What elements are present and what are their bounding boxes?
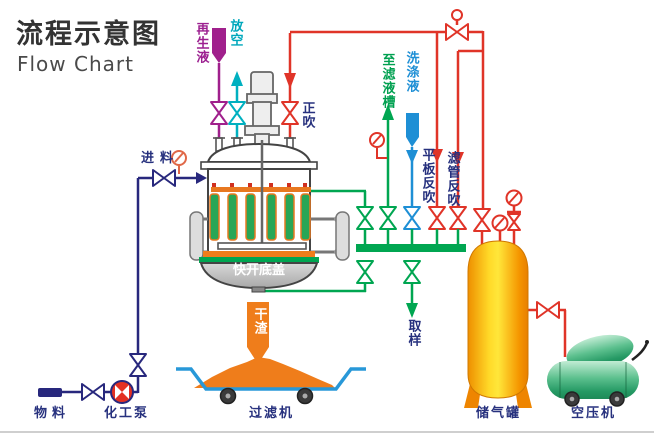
regen-liquid-line: [210, 28, 228, 151]
filtrate-arrow-icon: [382, 104, 394, 120]
vent-arrow-icon: [231, 71, 243, 86]
label-gas-storage-tank: 储气罐: [476, 406, 522, 421]
label-quick-open-cover: 快开底盖: [232, 263, 285, 278]
label-feed: 进料: [141, 151, 180, 166]
gas-storage-tank: [464, 240, 532, 408]
wash-funnel-icon: [406, 113, 419, 147]
forward-blow-arrow-icon: [284, 73, 296, 89]
label-to-filtrate-tank: 至滤液槽: [379, 53, 395, 109]
pressure-regulator-valve-icon: [445, 9, 469, 41]
plate-backblow-valve-icon: [428, 206, 446, 230]
tube-backblow-valve-icon: [449, 206, 467, 230]
tank-outlet-valve-icon: [536, 301, 560, 319]
feed-arrow-icon: [196, 172, 207, 184]
material-pipe-stub: [38, 388, 62, 397]
bottom-nozzle: [251, 286, 266, 293]
compressor-handle-icon: [631, 342, 649, 361]
label-air-compressor: 空压机: [571, 406, 617, 421]
vent-line: [228, 71, 246, 151]
tube-backblow-arrow-icon: [452, 152, 464, 166]
label-regen-liquid: 再生液: [193, 22, 209, 64]
plate-backblow-arrow-icon: [431, 149, 443, 163]
reactor-gauge-icon: [171, 150, 187, 174]
page-title: 流程示意图: [16, 19, 161, 50]
side-outlet-valve-icon: [356, 206, 374, 230]
filtrate-valve-icon: [379, 206, 397, 230]
reactor-flange: [200, 161, 318, 170]
page-subtitle: Flow Chart: [17, 52, 134, 76]
green-manifold-header: [356, 244, 466, 252]
tank-top-gauge-icon: [505, 189, 523, 207]
tank-inlet-valve-icon: [473, 208, 491, 232]
sampling-valve-icon: [403, 260, 421, 284]
wash-arrow-icon: [406, 150, 418, 164]
label-tube-backblow: 滤管反吹: [444, 151, 460, 207]
reactor-dome: [206, 142, 312, 163]
filter-plate: [203, 251, 315, 257]
sampling-arrow-icon: [406, 303, 418, 318]
compressor-motor: [566, 334, 634, 370]
wash-valve-icon: [403, 206, 421, 230]
dry-residue-arrow: [247, 302, 269, 364]
air-compressor: [547, 334, 649, 407]
bottom-seal-band: [199, 257, 319, 263]
reactor: [171, 71, 350, 293]
label-plate-backblow: 平板反吹: [419, 148, 435, 204]
label-filter-machine: 过滤机: [249, 406, 295, 421]
tank-gauge-icon: [491, 214, 509, 232]
filtrate-circuit: [255, 119, 460, 304]
agitator-motor: [244, 71, 280, 151]
feed-valve-icon: [152, 169, 176, 187]
side-tube-right: [310, 211, 350, 261]
label-washing-liquid: 洗涤液: [403, 51, 419, 93]
label-vent: 放空: [227, 19, 243, 47]
chemical-pump-icon: [110, 380, 134, 404]
filtrate-gauge-icon: [369, 132, 387, 159]
label-sampling: 取样: [405, 319, 421, 347]
compressor-wheel-icon: [564, 391, 625, 407]
filter-machine: [176, 357, 366, 405]
label-material: 物料: [34, 406, 71, 421]
compressor-body: [547, 361, 639, 399]
wash-liquid-line: [403, 113, 421, 230]
trough: [176, 367, 366, 391]
agitator-paddle: [217, 242, 307, 250]
vent-valve-icon: [228, 101, 246, 125]
label-forward-blow: 正吹: [299, 101, 315, 129]
label-dry-residue: 干渣: [251, 307, 267, 335]
residue-pile: [194, 357, 335, 388]
bottom-outlet-valve-icon: [356, 260, 374, 284]
feed-line: [38, 176, 198, 397]
candle-tips: [212, 183, 307, 187]
material-valve-icon: [81, 383, 105, 401]
trolley-wheel-icon: [219, 387, 314, 405]
feed-riser-valve-icon: [129, 353, 147, 377]
forward-blow-valve-icon: [281, 101, 299, 125]
filter-candles: [209, 193, 311, 241]
tank-body: [467, 240, 529, 399]
label-chemical-pump: 化工泵: [104, 406, 150, 421]
regen-valve-icon: [210, 101, 228, 125]
regen-funnel-icon: [212, 28, 226, 63]
air-manifold: [288, 20, 567, 357]
safety-valve-icon: [507, 213, 521, 231]
